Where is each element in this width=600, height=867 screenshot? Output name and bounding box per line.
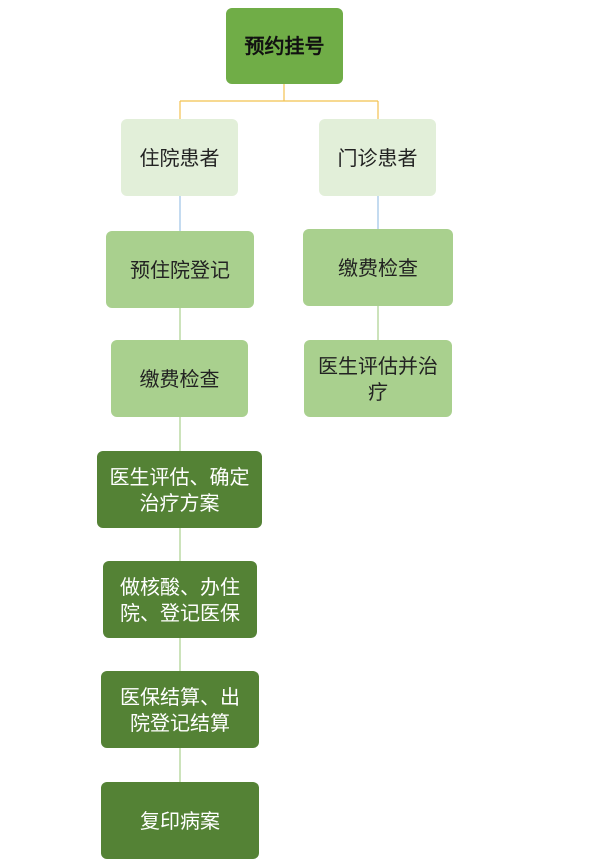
node-outpatient-step-2-label: 医生评估并治疗: [318, 353, 438, 404]
node-inpatient-step-5-label: 医保结算、出院登记结算: [120, 684, 240, 735]
node-inpatient-header: 住院患者: [121, 119, 238, 196]
node-outpatient-step-1-label: 缴费检查: [338, 255, 418, 280]
node-inpatient-step-2-label: 缴费检查: [139, 366, 220, 391]
node-inpatient-step-2: 缴费检查: [111, 340, 248, 417]
node-inpatient-step-5: 医保结算、出院登记结算: [101, 671, 259, 748]
node-outpatient-step-2: 医生评估并治疗: [304, 340, 452, 417]
node-inpatient-step-1: 预住院登记: [106, 231, 254, 308]
node-inpatient-step-4: 做核酸、办住院、登记医保: [103, 561, 257, 638]
node-inpatient-step-4-label: 做核酸、办住院、登记医保: [120, 574, 240, 625]
node-inpatient-step-6: 复印病案: [101, 782, 259, 859]
node-root: 预约挂号: [226, 8, 343, 84]
node-root-label: 预约挂号: [244, 34, 325, 58]
node-inpatient-step-3: 医生评估、确定治疗方案: [97, 451, 262, 528]
node-inpatient-step-6-label: 复印病案: [140, 808, 220, 833]
node-outpatient-header: 门诊患者: [319, 119, 436, 196]
node-outpatient-step-1: 缴费检查: [303, 229, 453, 306]
node-inpatient-step-1-label: 预住院登记: [130, 257, 230, 282]
node-inpatient-step-3-label: 医生评估、确定治疗方案: [109, 464, 250, 515]
node-outpatient-header-label: 门诊患者: [337, 145, 418, 170]
node-inpatient-header-label: 住院患者: [139, 145, 220, 170]
